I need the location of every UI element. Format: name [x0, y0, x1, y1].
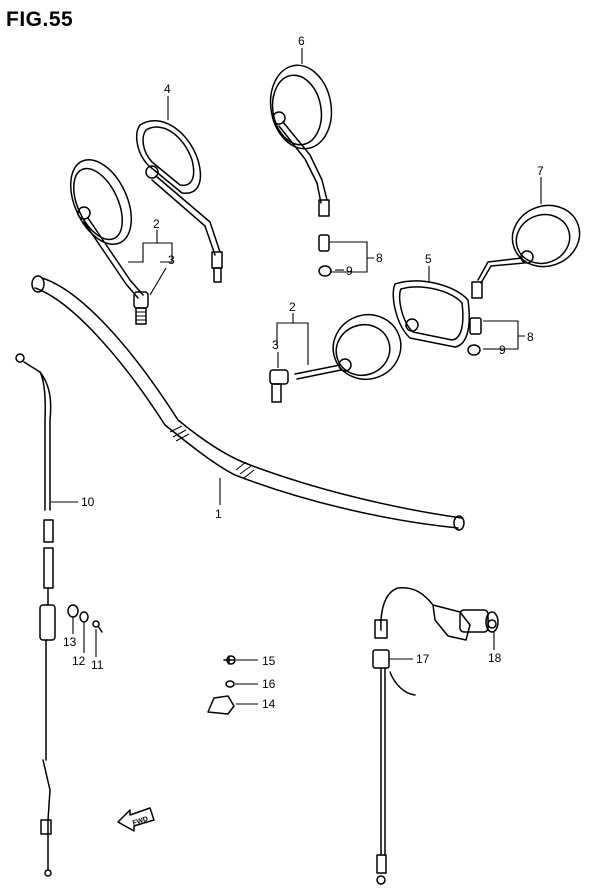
mirror-round-middle	[269, 314, 402, 403]
callout-5: 5	[425, 252, 432, 266]
bracket-screws	[207, 655, 236, 715]
callout-17: 17	[416, 652, 430, 666]
mirror-rect-left	[135, 120, 223, 283]
callout-2-left: 2	[153, 217, 160, 231]
callout-2-right: 2	[289, 300, 296, 314]
callout-numbers: 1 2 3 4 6 7 8 9 5 2 3 8 9 10 11 12 13 14…	[63, 34, 544, 711]
callout-18: 18	[488, 651, 502, 665]
callout-10: 10	[81, 495, 95, 509]
callout-11: 11	[91, 658, 104, 672]
handlebar	[31, 275, 465, 531]
fwd-label: FWD	[132, 816, 149, 828]
callout-7: 7	[537, 164, 544, 178]
callout-9-upper: 9	[346, 264, 353, 278]
mirror-round-upper	[269, 64, 333, 277]
forward-arrow-icon: FWD	[117, 807, 155, 832]
callout-12: 12	[72, 654, 86, 668]
mirror-round-left	[69, 159, 149, 325]
callout-13: 13	[63, 635, 77, 649]
callout-4: 4	[164, 82, 171, 96]
callout-8-lower: 8	[527, 330, 534, 344]
callout-6: 6	[298, 34, 305, 48]
callout-leaders	[51, 48, 542, 705]
callout-9-lower: 9	[499, 343, 506, 357]
callout-8-upper: 8	[376, 251, 383, 265]
callout-3-right: 3	[272, 338, 279, 352]
mirror-rect-right	[392, 280, 470, 348]
callout-14: 14	[262, 697, 276, 711]
callout-16: 16	[262, 677, 276, 691]
callout-15: 15	[262, 654, 276, 668]
callout-1: 1	[215, 507, 222, 521]
mirror-round-right	[467, 204, 581, 356]
clutch-cable-assembly	[372, 586, 499, 885]
throttle-cable	[15, 353, 56, 877]
callout-3-left: 3	[168, 253, 175, 267]
figure-title: FIG.55	[6, 8, 74, 31]
